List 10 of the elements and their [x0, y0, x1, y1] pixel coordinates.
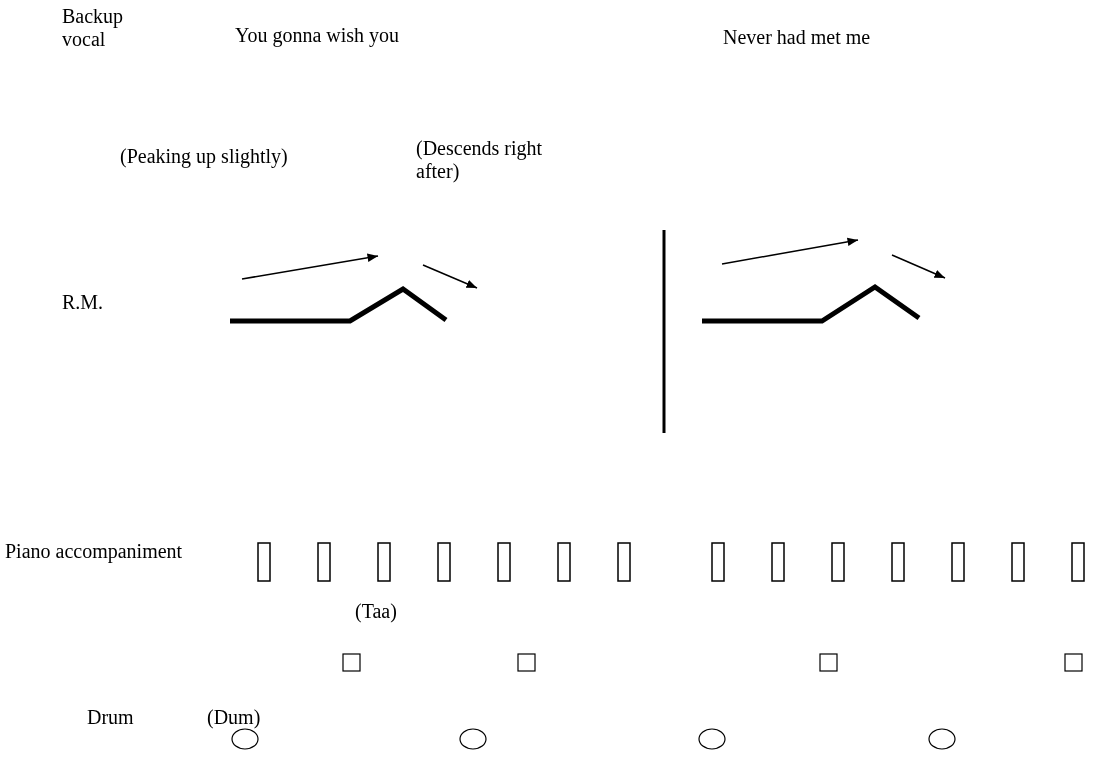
row-label: Backup vocal — [62, 5, 125, 51]
row-label: R.M. — [62, 291, 105, 314]
lyric-text: You gonna wish you — [235, 24, 401, 47]
row-label: Piano accompaniment — [5, 540, 184, 563]
lyric-text: Never had met me — [723, 26, 872, 49]
annotation-text: (Taa) — [355, 600, 398, 623]
annotation-text: (Peaking up slightly) — [120, 145, 289, 168]
annotation-text: (Dum) — [207, 706, 262, 729]
row-label: Drum — [87, 706, 135, 729]
annotation-text: (Descends right after) — [416, 137, 544, 183]
